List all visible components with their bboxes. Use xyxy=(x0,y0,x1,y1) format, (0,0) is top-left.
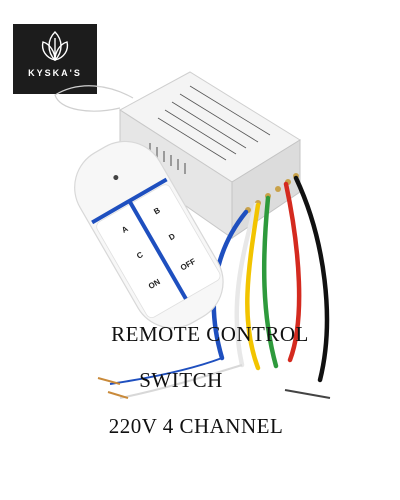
remote-button-b: B xyxy=(152,206,162,217)
remote-button-d: D xyxy=(167,231,177,242)
receiver-module xyxy=(119,71,301,239)
antenna-wire xyxy=(54,85,134,112)
caption-line-1: REMOTE CONTROL xyxy=(111,322,309,346)
caption-line-3: 220V 4 CHANNEL xyxy=(108,414,284,438)
remote-button-c: C xyxy=(135,250,145,261)
output-wires xyxy=(211,175,330,383)
logo-text: KYSKA'S xyxy=(28,68,82,78)
wire-ends xyxy=(97,357,331,399)
brand-logo: KYSKA'S xyxy=(13,24,97,94)
remote-button-a: A xyxy=(120,224,130,235)
caption-line-2: SWITCH xyxy=(139,368,223,392)
leaf-icon xyxy=(41,31,69,61)
remote-control: A B C D ON OFF xyxy=(74,140,224,329)
